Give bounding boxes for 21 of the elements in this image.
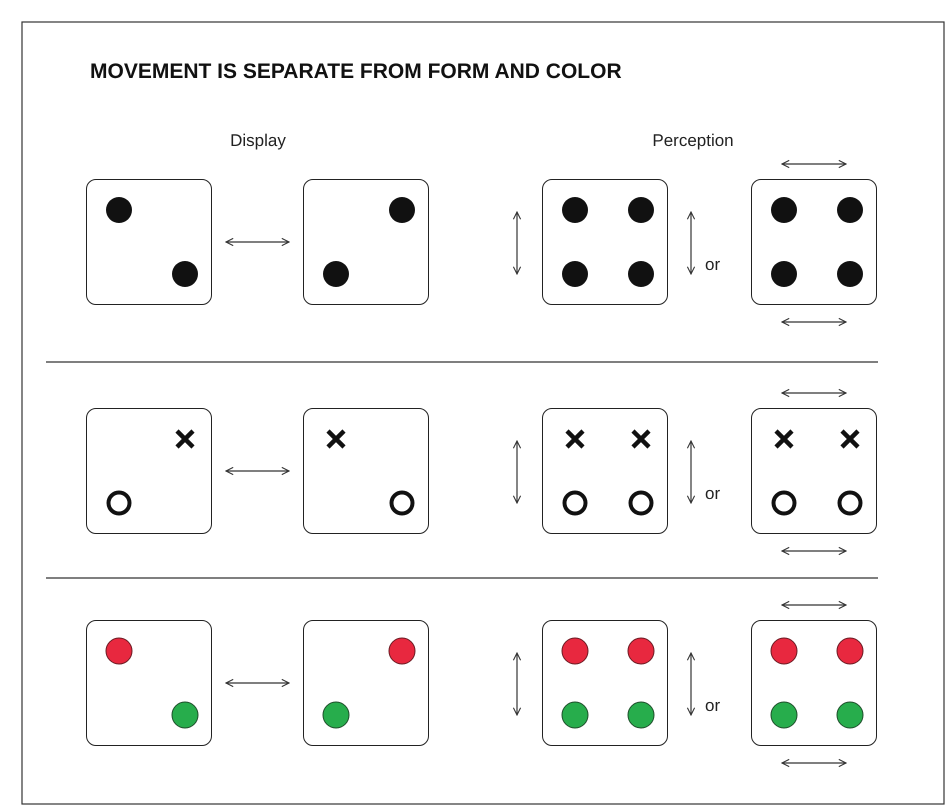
stimulus-box (751, 408, 877, 534)
stimulus-box (542, 620, 668, 746)
stimulus-box (751, 179, 877, 305)
caption-text: or (705, 255, 720, 275)
column-heading: Display (230, 131, 286, 151)
stimulus-box (303, 408, 429, 534)
title: MOVEMENT IS SEPARATE FROM FORM AND COLOR (90, 60, 622, 84)
stimulus-box (303, 179, 429, 305)
stimulus-box (303, 620, 429, 746)
arrow (225, 238, 290, 246)
stimulus-box (751, 620, 877, 746)
arrow (225, 466, 290, 476)
caption-text: or (705, 484, 720, 504)
stimulus-box (542, 408, 668, 534)
stimulus-box (542, 179, 668, 305)
column-heading: Perception (652, 131, 734, 151)
arrow (225, 678, 290, 688)
caption-text: or (705, 696, 720, 716)
stimulus-box (86, 620, 212, 746)
stimulus-box (86, 408, 212, 534)
stimulus-box (86, 179, 212, 305)
